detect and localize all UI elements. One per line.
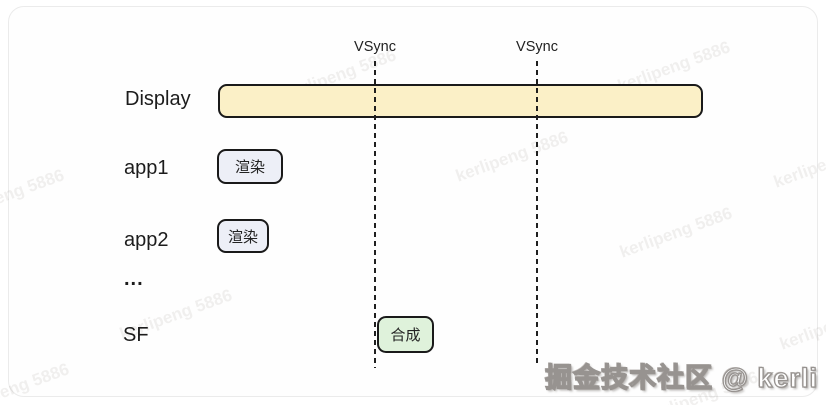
watermark-tile: kerlipeng 5886 — [0, 165, 67, 224]
watermark-tile: kerlipeng 5886 — [777, 295, 826, 354]
row-label-app2: app2 — [124, 229, 169, 251]
vsync-label-2: VSync — [516, 39, 558, 55]
row-label-ellipsis: ... — [124, 268, 144, 290]
sf-compose-box: 合成 — [377, 316, 434, 353]
row-label-sf: SF — [123, 324, 149, 346]
watermark-tile: kerlipeng 5886 — [771, 133, 826, 192]
app2-render-box: 渲染 — [217, 219, 269, 253]
row-label-app1: app1 — [124, 157, 169, 179]
vsync-line-2 — [536, 61, 538, 367]
row-label-display: Display — [125, 88, 191, 110]
watermark-tile: kerlipeng 5886 — [617, 203, 735, 262]
community-watermark-badge: 掘金技术社区 @ kerli — [544, 362, 818, 393]
display-timeline-bar — [218, 84, 703, 118]
app1-render-box: 渲染 — [217, 149, 283, 184]
watermark-tile: kerlipeng 5886 — [453, 127, 571, 186]
vsync-label-1: VSync — [354, 39, 396, 55]
watermark-tile: kerlipeng 5886 — [0, 359, 72, 405]
vsync-line-1 — [374, 61, 376, 368]
